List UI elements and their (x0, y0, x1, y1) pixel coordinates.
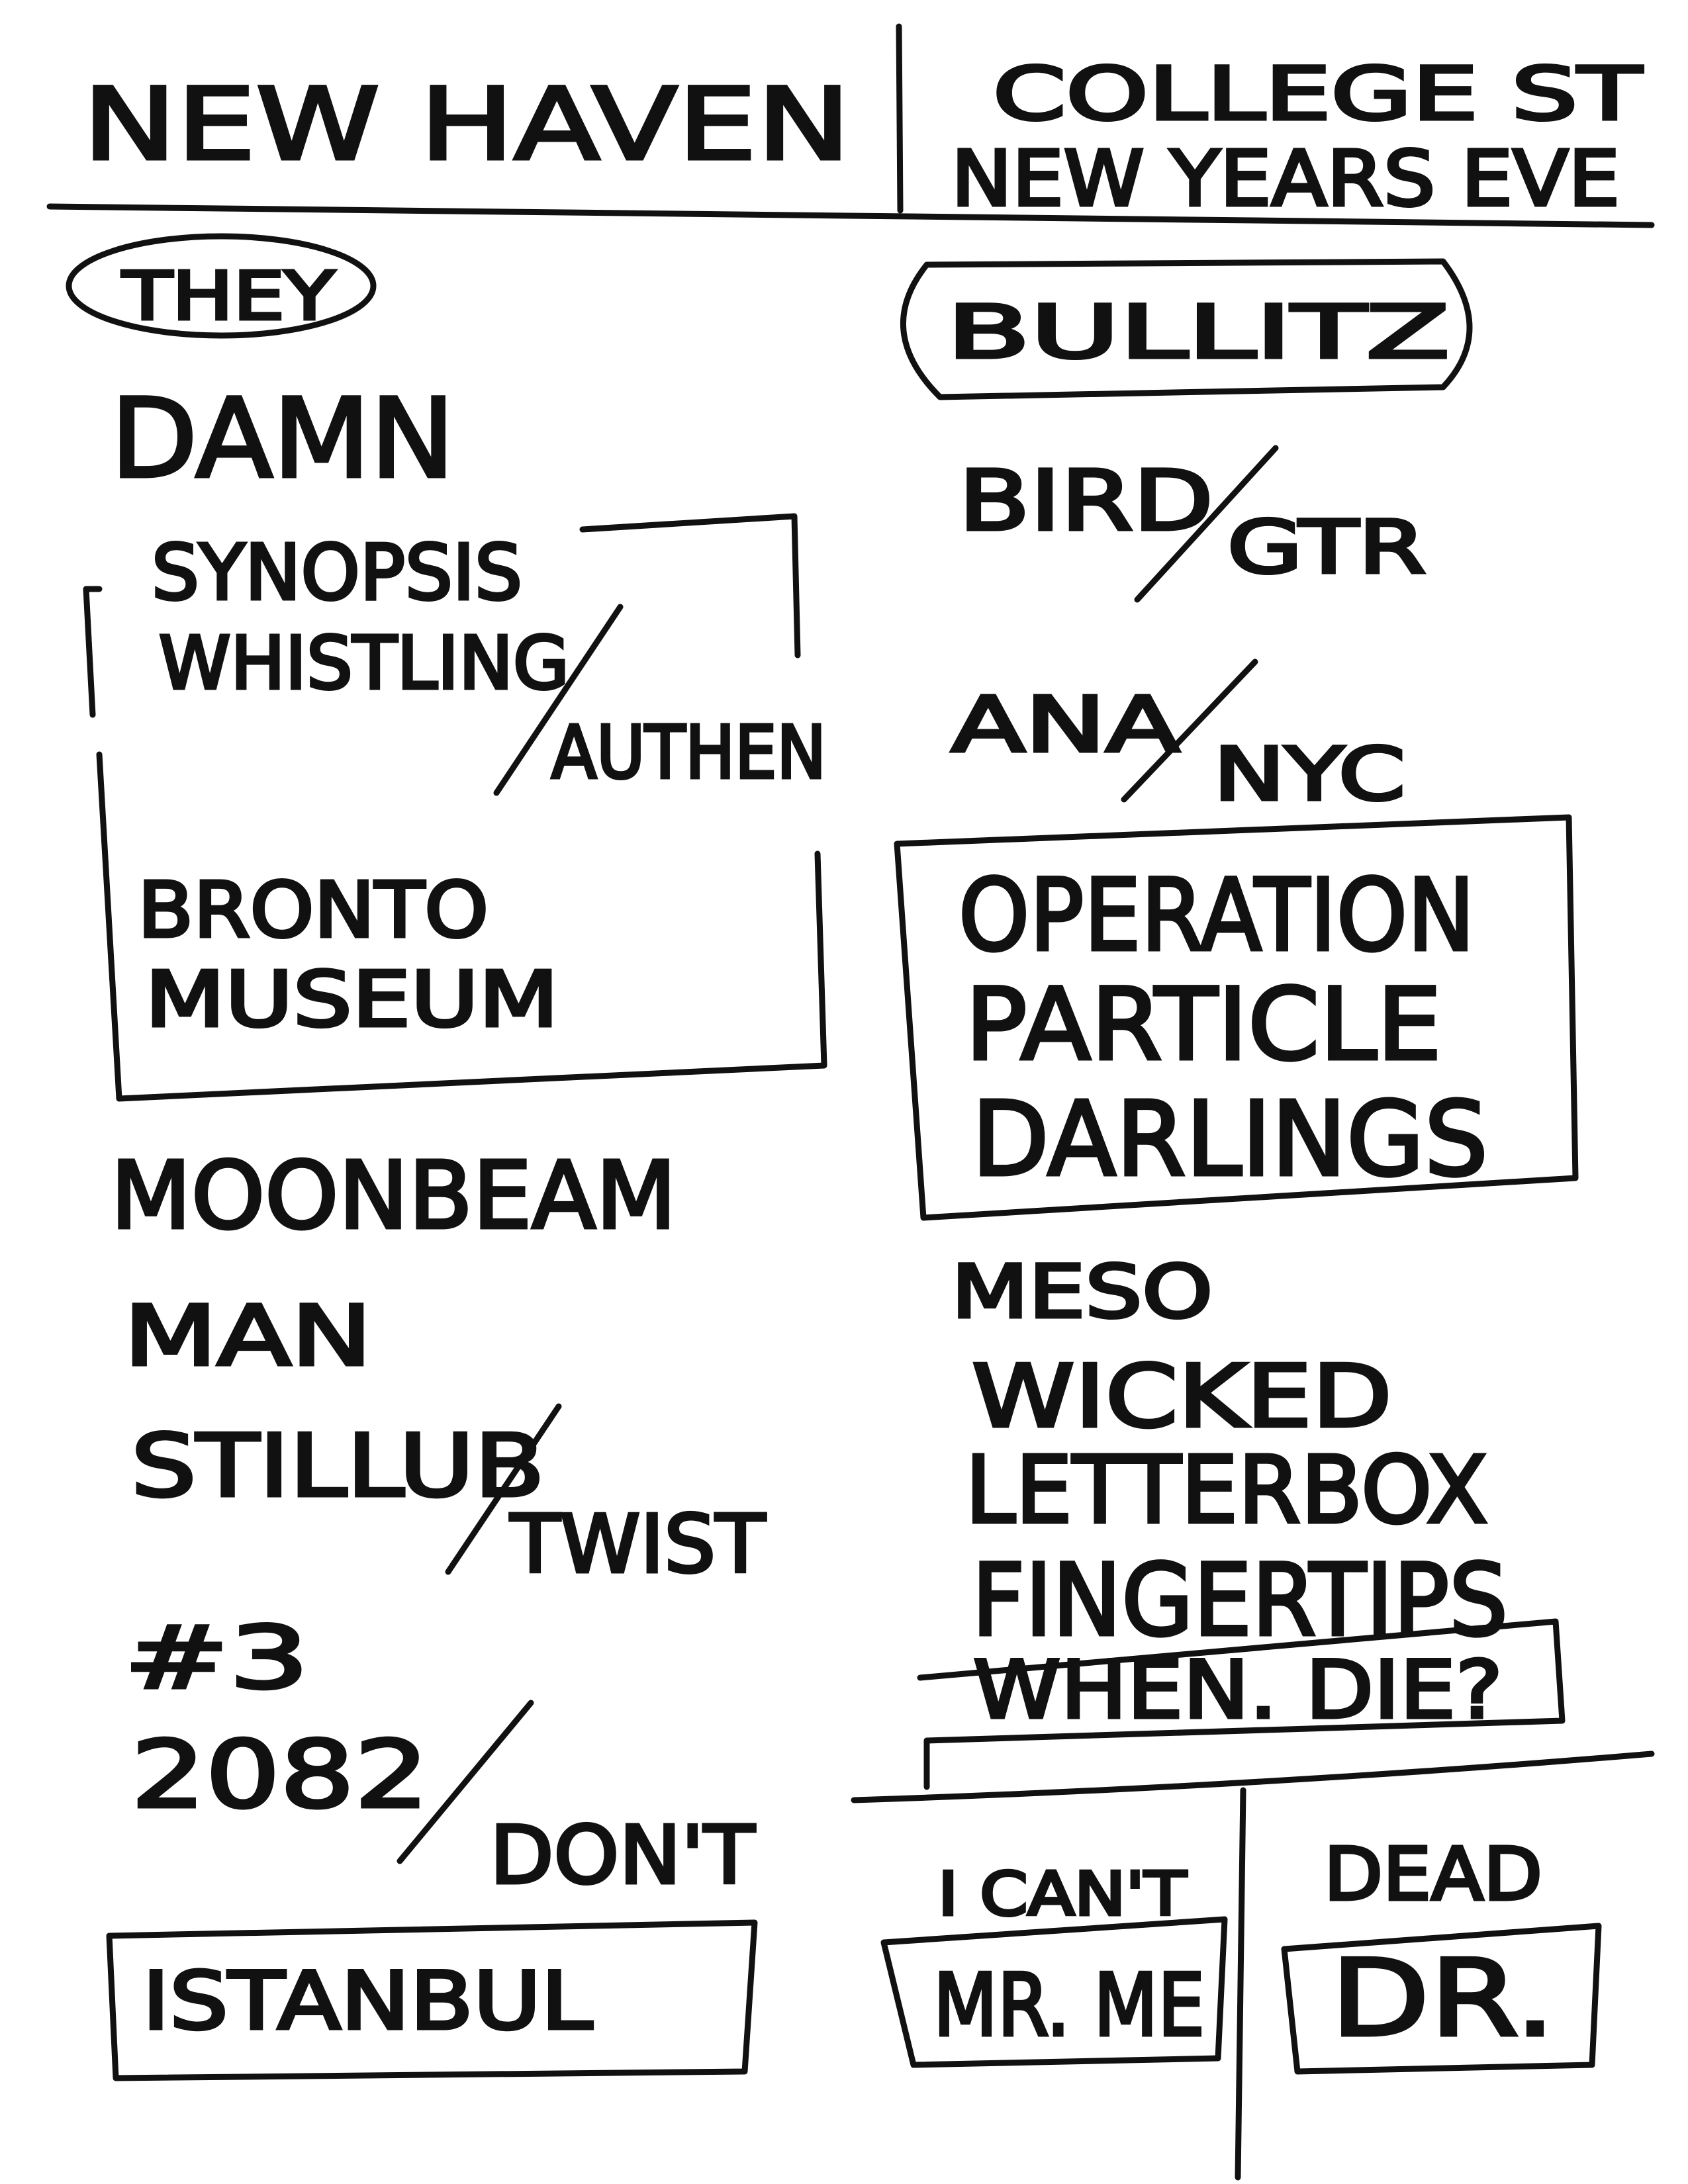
song-operation: OPERATION (959, 858, 1475, 974)
song-nyc: NYC (1213, 732, 1405, 817)
song-meso: MESO (951, 1250, 1213, 1334)
song-when-die: WHEN. DIE? (973, 1645, 1503, 1737)
box-mr-me (880, 1916, 1228, 2068)
band-name-bullitz: BULLITZ (947, 290, 1450, 375)
encore-song-dr: DR. (1331, 1936, 1556, 2060)
song-istanbul: ISTANBUL (142, 1956, 592, 2048)
slash (445, 1403, 562, 1575)
encore-divider-horizontal (851, 1751, 1655, 1803)
song-bird: BIRD (959, 453, 1213, 549)
header-event: NEW YEARS EVE (951, 135, 1620, 224)
box-dr (1281, 1923, 1602, 2075)
song-gtr: GTR (1227, 505, 1426, 590)
song-synopsis: SYNOPSIS (152, 529, 522, 617)
slash (1134, 445, 1279, 603)
bracket-box-left (83, 513, 827, 1102)
header-divider-vertical (896, 23, 904, 214)
song-dont: DON'T (490, 1810, 755, 1902)
slash (397, 1700, 534, 1864)
encore-divider-vertical (1235, 1787, 1246, 2181)
header-divider-horizontal (46, 203, 1655, 228)
song-fingertips: FINGERTIPS (972, 1543, 1508, 1659)
song-damn: DAMN (111, 375, 455, 502)
song-particle: PARTICLE (965, 968, 1442, 1083)
song-stillub: STILLUB (131, 1416, 545, 1516)
header-venue: COLLEGE ST (993, 52, 1642, 136)
song-letterbox: LETTERBOX (965, 1437, 1488, 1545)
song-2082: 2082 (131, 1721, 429, 1829)
slash (493, 604, 624, 796)
box-when-die (917, 1618, 1566, 1790)
song-number-3: #3 (124, 1608, 309, 1708)
song-bronto: BRONTO (138, 866, 489, 955)
encore-label-dead: DEAD (1324, 1832, 1542, 1917)
song-darlings: DARLINGS (972, 1079, 1488, 1199)
header-city: NEW HAVEN (83, 68, 851, 183)
box-operation-particle-darlings (894, 814, 1579, 1221)
encore-label-i-cant: I CAN'T (938, 1860, 1187, 1929)
slash (1121, 659, 1258, 803)
band-name-they: THEY (122, 257, 335, 335)
song-ana: ANA (951, 681, 1180, 770)
song-museum: MUSEUM (145, 956, 559, 1044)
box-istanbul (106, 1919, 758, 2081)
band-oval-they (66, 233, 377, 339)
encore-song-mr-me: MR. ME (933, 1955, 1205, 2056)
song-twist: TWIST (510, 1499, 766, 1591)
song-moonbeam: MOONBEAM (111, 1142, 677, 1250)
song-wicked: WICKED (972, 1346, 1392, 1447)
band-oval-bullitz (900, 258, 1473, 400)
song-whistling: WHISTLING (159, 621, 569, 705)
song-authen: AUTHEN (551, 710, 826, 795)
song-man: MAN (124, 1289, 372, 1385)
